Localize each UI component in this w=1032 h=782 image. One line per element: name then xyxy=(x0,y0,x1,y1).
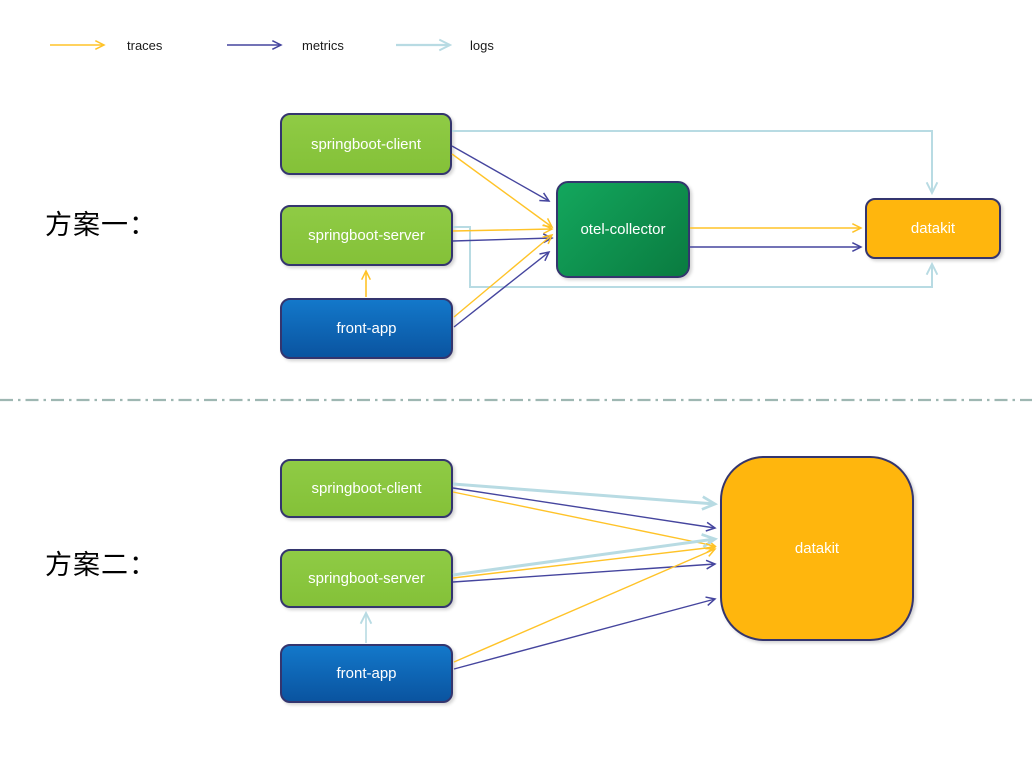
edge-s2-server-datakit-logs xyxy=(452,533,719,577)
node-label: front-app xyxy=(336,665,397,682)
node-label: datakit xyxy=(794,540,840,557)
edge-s1-client-otel-traces xyxy=(451,153,554,228)
scheme1-title: 方案一： xyxy=(45,210,157,240)
node-s1-springboot-server: springboot-server xyxy=(280,205,453,266)
edge-s2-server-datakit-traces xyxy=(452,543,717,579)
edge-s2-front-datakit-traces xyxy=(453,547,717,663)
edge-s2-client-datakit-traces xyxy=(452,491,717,550)
node-label: springboot-server xyxy=(308,227,425,244)
node-label: springboot-client xyxy=(311,480,422,497)
node-s2-springboot-client: springboot-client xyxy=(280,459,453,518)
edge-s2-front-datakit-metrics xyxy=(453,596,717,670)
edge-s1-server-datakit-logs xyxy=(453,226,932,288)
edge-s1-client-datakit-logs xyxy=(452,130,932,193)
node-s2-springboot-server: springboot-server xyxy=(280,549,453,608)
legend-label-traces: traces xyxy=(127,38,163,53)
node-label: datakit xyxy=(910,220,956,237)
edge-s2-client-datakit-logs xyxy=(452,482,719,511)
node-s1-springboot-client: springboot-client xyxy=(280,113,452,175)
node-label: front-app xyxy=(336,320,397,337)
edge-s1-server-otel-traces xyxy=(452,224,554,235)
node-s1-otel-collector: otel-collector xyxy=(556,181,690,278)
edge-s1-front-otel-metrics xyxy=(453,250,551,328)
node-s2-datakit: datakit xyxy=(720,456,914,641)
legend-label-logs: logs xyxy=(470,38,494,53)
node-s1-front-app: front-app xyxy=(280,298,453,359)
node-s1-datakit: datakit xyxy=(865,198,1001,259)
scheme2-title: 方案二： xyxy=(45,550,157,580)
edge-s1-client-otel-metrics xyxy=(451,145,551,202)
node-label: otel-collector xyxy=(580,221,666,238)
edge-s1-server-otel-metrics xyxy=(452,233,554,244)
node-label: springboot-client xyxy=(310,135,422,153)
node-s2-front-app: front-app xyxy=(280,644,453,703)
edge-s1-front-otel-traces xyxy=(453,233,554,318)
legend-label-metrics: metrics xyxy=(302,38,344,53)
edge-s2-client-datakit-metrics xyxy=(452,487,717,532)
edge-s2-server-datakit-metrics xyxy=(452,559,717,583)
node-label: springboot-server xyxy=(308,570,425,587)
